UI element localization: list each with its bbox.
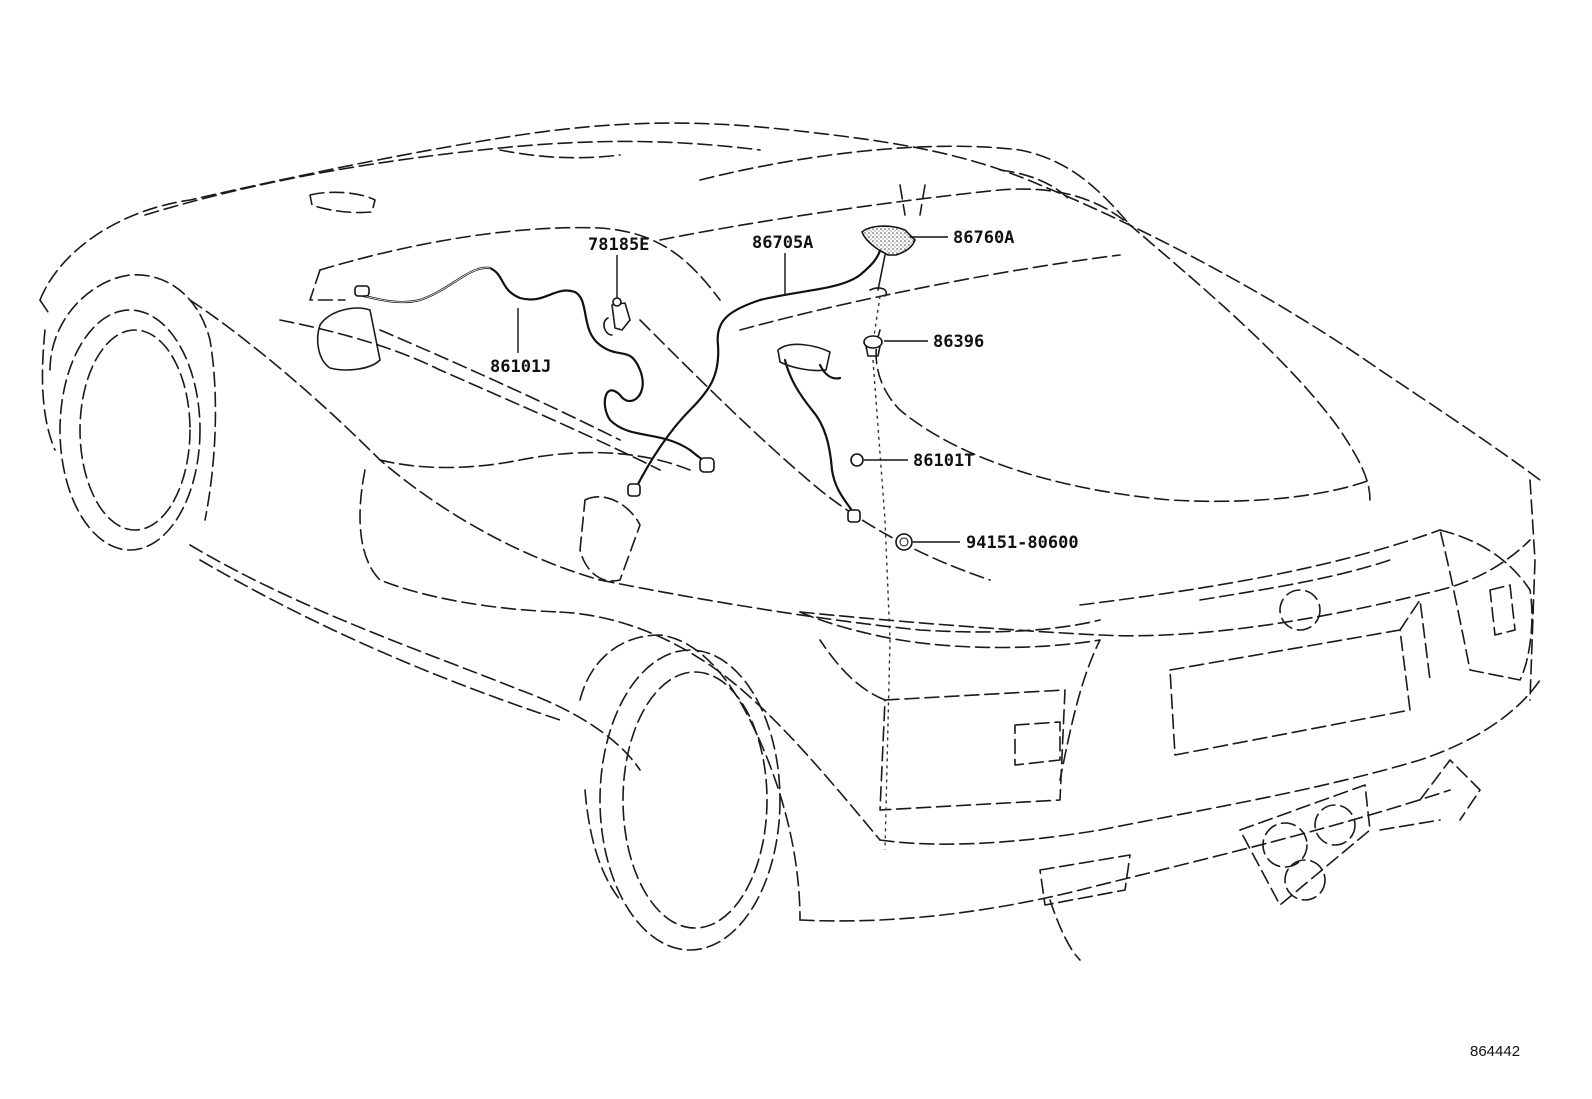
antenna-86760A bbox=[861, 225, 916, 291]
callout-78185E: 78185E bbox=[588, 235, 649, 255]
callouts: 78185E 86705A 86760A 86396 86101J 86101T… bbox=[490, 228, 1079, 553]
connector-icon bbox=[699, 457, 715, 473]
callout-86396: 86396 bbox=[933, 332, 984, 352]
mounting-dotted-line bbox=[872, 359, 891, 851]
sensor-78185E bbox=[603, 297, 631, 336]
side-mirror bbox=[316, 307, 381, 371]
callout-86760A: 86760A bbox=[953, 228, 1014, 248]
callout-86101T: 86101T bbox=[913, 451, 974, 471]
callout-86705A: 86705A bbox=[752, 233, 813, 253]
callout-94151-80600: 94151-80600 bbox=[966, 533, 1079, 553]
car-body-outline bbox=[39, 122, 1541, 961]
mounting-dotted-line bbox=[873, 295, 881, 337]
wire-harness-86101J bbox=[354, 266, 715, 473]
diagram-reference-number: 864442 bbox=[1470, 1043, 1520, 1060]
clip-86396 bbox=[863, 335, 883, 357]
connector-icon bbox=[354, 285, 370, 297]
connector-icon bbox=[627, 483, 641, 497]
connector-icon bbox=[847, 509, 861, 523]
callout-86101J: 86101J bbox=[490, 357, 551, 377]
wire-harness-86101T bbox=[777, 343, 864, 523]
grommet-94151-80600 bbox=[895, 533, 913, 551]
leader-lines bbox=[517, 236, 960, 543]
antenna-cord-86705A bbox=[627, 248, 888, 497]
